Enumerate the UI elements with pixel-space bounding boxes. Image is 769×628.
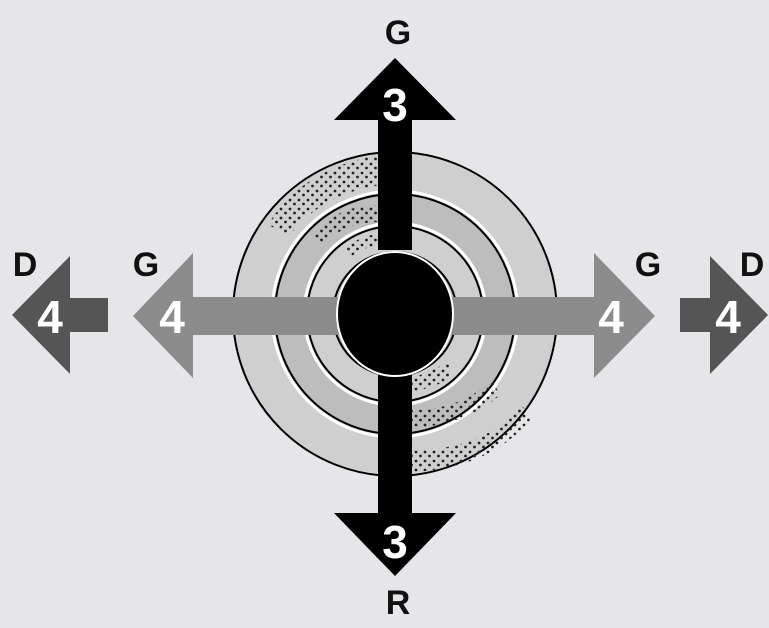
label-left-outer: D xyxy=(13,246,38,284)
arrow-left-outer-number: 4 xyxy=(37,291,63,343)
label-right-inner: G xyxy=(635,246,661,284)
arrow-up-number: 3 xyxy=(382,79,408,131)
label-bottom: R xyxy=(386,584,411,622)
core xyxy=(337,252,453,376)
label-left-inner: G xyxy=(133,246,159,284)
label-right-outer: D xyxy=(740,246,765,284)
arrow-right-inner-number: 4 xyxy=(598,291,624,343)
arrow-left-inner-number: 4 xyxy=(159,291,185,343)
arrow-down-number: 3 xyxy=(382,516,408,568)
arrow-right-outer-number: 4 xyxy=(715,291,741,343)
label-top: G xyxy=(385,14,411,52)
